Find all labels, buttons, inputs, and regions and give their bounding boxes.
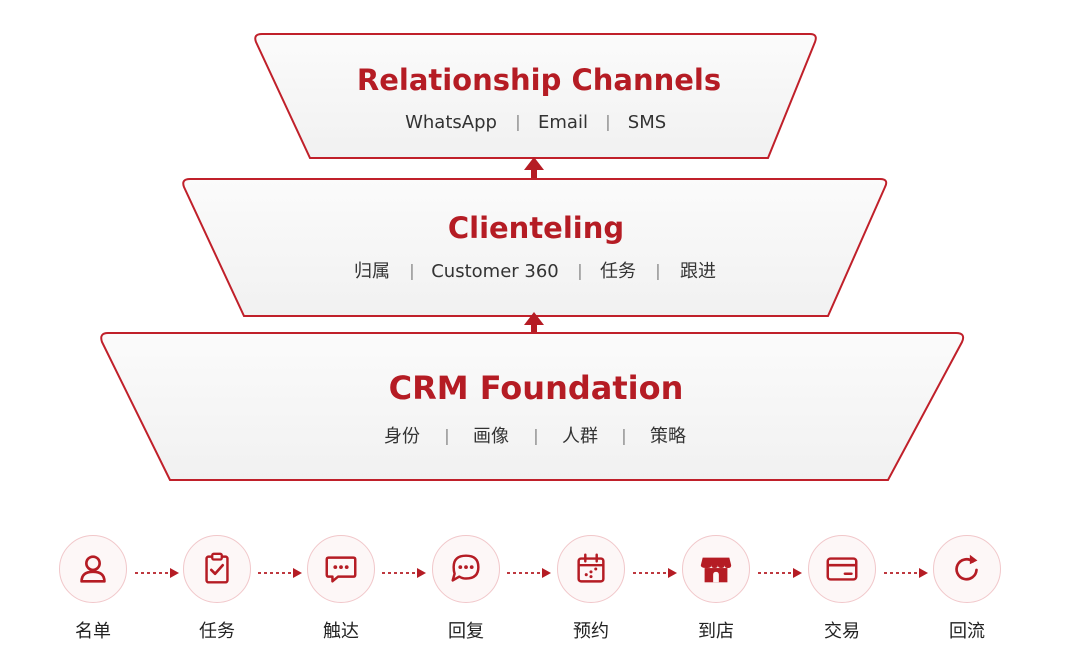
flow-arrow-icon: [382, 568, 426, 578]
separator: |: [577, 261, 582, 280]
separator: |: [515, 112, 520, 131]
flow-step: 触达: [281, 530, 401, 643]
layer-diagram: Relationship Channels WhatsApp | Email |…: [100, 33, 965, 481]
flow-arrow-icon: [758, 568, 802, 578]
flow-arrow-icon: [258, 568, 302, 578]
store-icon: [700, 557, 732, 583]
separator: |: [605, 112, 610, 131]
process-flow: 名单 任务 触达: [0, 530, 1073, 666]
layer-item: Customer 360: [431, 261, 559, 282]
credit-card-icon: [826, 557, 858, 581]
separator: |: [621, 426, 626, 445]
separator: |: [409, 261, 414, 280]
chat-bubble-icon: [325, 556, 357, 583]
flow-arrow-icon: [633, 568, 677, 578]
step-circle: [59, 535, 127, 603]
layer-item: 画像: [473, 426, 509, 447]
layer-items: 归属 | Customer 360 | 任务 | 跟进: [354, 261, 716, 282]
layer-item: 人群: [562, 426, 598, 447]
flow-step: 任务: [157, 530, 277, 643]
layer-item: WhatsApp: [405, 112, 497, 133]
layer-item: Email: [538, 112, 588, 133]
layer-crm-foundation: CRM Foundation 身份 | 画像 | 人群 | 策略: [100, 332, 965, 481]
layer-item: 任务: [600, 261, 636, 282]
step-label: 触达: [323, 621, 359, 642]
flow-step: 到店: [656, 530, 776, 643]
flow-arrow-icon: [884, 568, 928, 578]
flow-arrow-icon: [507, 568, 551, 578]
layer-title: Relationship Channels: [357, 63, 721, 97]
layer-item: 身份: [384, 426, 420, 447]
flow-step: 预约: [531, 530, 651, 643]
layer-clienteling: Clienteling 归属 | Customer 360 | 任务 | 跟进: [182, 178, 888, 317]
layer-item: 归属: [354, 261, 390, 282]
step-label: 回流: [949, 621, 985, 642]
separator: |: [533, 426, 538, 445]
separator: |: [655, 261, 660, 280]
layer-relationship-channels: Relationship Channels WhatsApp | Email |…: [254, 33, 817, 159]
chat-reply-icon: [451, 554, 480, 582]
layer-items: WhatsApp | Email | SMS: [405, 112, 666, 133]
step-label: 名单: [75, 621, 111, 642]
up-arrow-icon: [524, 157, 544, 184]
layer-item: 跟进: [680, 261, 716, 282]
layer-items: 身份 | 画像 | 人群 | 策略: [384, 426, 686, 447]
flow-step: 名单: [33, 530, 153, 643]
flow-step: 回流: [907, 530, 1027, 643]
step-label: 预约: [573, 621, 609, 642]
layer-title: Clienteling: [448, 211, 624, 245]
clipboard-check-icon: [205, 552, 229, 584]
refresh-icon: [955, 554, 978, 581]
user-icon: [80, 555, 106, 583]
step-circle: [557, 535, 625, 603]
step-label: 回复: [448, 621, 484, 642]
step-circle: [307, 535, 375, 603]
flow-step: 回复: [406, 530, 526, 643]
up-arrow-icon: [524, 312, 544, 339]
step-circle: [933, 535, 1001, 603]
separator: |: [444, 426, 449, 445]
flow-arrow-icon: [135, 568, 179, 578]
layer-item: SMS: [628, 112, 666, 133]
flow-step: 交易: [782, 530, 902, 643]
layer-title: CRM Foundation: [389, 369, 684, 407]
step-circle: [808, 535, 876, 603]
step-circle: [432, 535, 500, 603]
calendar-icon: [577, 553, 605, 583]
step-label: 交易: [824, 621, 860, 642]
step-circle: [183, 535, 251, 603]
step-label: 到店: [698, 621, 734, 642]
step-label: 任务: [199, 621, 235, 642]
step-circle: [682, 535, 750, 603]
layer-item: 策略: [650, 426, 686, 447]
